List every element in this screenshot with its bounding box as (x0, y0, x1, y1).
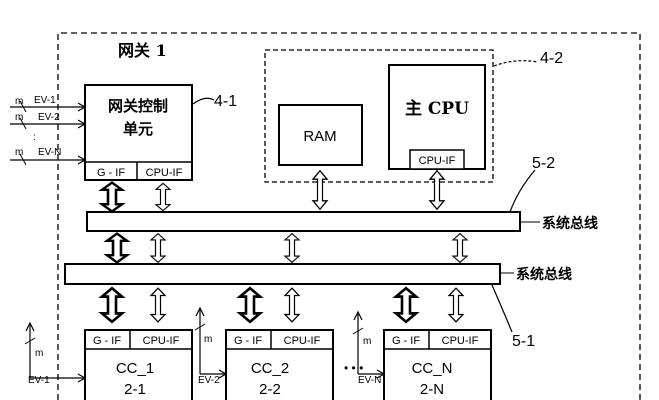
svg-text:EV-2: EV-2 (198, 375, 220, 386)
upper-system-bus (86, 211, 521, 232)
cc-1-input: m EV-1 (24, 321, 87, 386)
cc-2-gif: G - IF (234, 335, 262, 347)
arrow-cc1-gif (100, 286, 124, 324)
arrow-ccn-cpuif (448, 287, 464, 323)
svg-text:m: m (15, 112, 23, 123)
arrow-ram-bus (312, 170, 328, 210)
svg-text:EV-N: EV-N (38, 147, 61, 158)
svg-text:m: m (204, 334, 212, 345)
svg-text:m: m (15, 96, 23, 107)
main-cpu-if: CPU-IF (419, 155, 456, 167)
svg-text:EV-2: EV-2 (38, 112, 60, 123)
control-unit-ref: 4-1 (214, 93, 237, 110)
ram-label: RAM (303, 128, 336, 145)
main-cpu-label: 主 CPU (405, 98, 469, 119)
cc-2-input: m EV-2 (194, 306, 228, 386)
gateway-frame (57, 32, 641, 400)
control-unit-gif: G - IF (97, 167, 125, 179)
cc-n-gif: G - IF (392, 335, 420, 347)
cpu-group-ref: 4-2 (540, 50, 563, 67)
upper-bus-label: 系统总线 (542, 215, 598, 232)
svg-text:EV-N: EV-N (358, 375, 381, 386)
cc-2-ref: 2-2 (259, 381, 281, 398)
ram-box (278, 104, 363, 166)
arrow-upper-lower-1 (150, 233, 166, 263)
cc-n-input: m EV-N (352, 310, 386, 386)
cc-n-name: CC_N (412, 360, 453, 377)
cc-1-gif: G - IF (93, 335, 121, 347)
lower-bus-label: 系统总线 (516, 266, 572, 283)
control-unit-cpuif: CPU-IF (146, 167, 183, 179)
arrow-cc1-cpuif (150, 287, 166, 323)
svg-text:EV-1: EV-1 (34, 95, 56, 106)
cpu-group-frame (264, 49, 494, 183)
lower-system-bus (64, 263, 501, 285)
svg-text:m: m (15, 147, 23, 158)
arrow-ccn-gif (394, 286, 418, 324)
cc-2-cpuif: CPU-IF (284, 335, 321, 347)
svg-text::: : (33, 132, 36, 143)
arrow-upper-lower-2 (284, 233, 300, 263)
cc-n-box: G - IF CPU-IF CC_N 2-N (383, 329, 492, 400)
arrow-cc2-cpuif (284, 287, 300, 323)
cc-n-ref: 2-N (420, 381, 444, 398)
cc-1-cpuif: CPU-IF (143, 335, 180, 347)
cc-1-ref: 2-1 (124, 381, 146, 398)
gateway-control-unit: 网关控制 单元 G - IF CPU-IF (84, 84, 193, 181)
cc-2-box: G - IF CPU-IF CC_2 2-2 (225, 329, 334, 400)
svg-text:m: m (363, 336, 371, 347)
lower-bus-ref: 5-1 (512, 333, 535, 350)
arrow-ctrl-cpuif-upper (155, 182, 171, 212)
svg-text:EV-1: EV-1 (28, 375, 50, 386)
cc-1-name: CC_1 (116, 360, 154, 377)
upper-bus-ref: 5-2 (532, 155, 555, 172)
arrow-upper-lower-3 (452, 233, 468, 263)
svg-text:m: m (35, 348, 43, 359)
cc-n-cpuif: CPU-IF (442, 335, 479, 347)
controller-inputs: m EV-1 m EV-2 : m EV-N (10, 95, 87, 166)
cc-2-name: CC_2 (251, 360, 289, 377)
gateway-title: 网关 1 (118, 41, 167, 60)
arrow-cc2-gif (238, 286, 262, 324)
cc-ellipsis: • • • (344, 361, 363, 375)
control-unit-label-2: 单元 (123, 120, 153, 138)
cc-1-box: G - IF CPU-IF CC_1 2-1 (84, 329, 193, 400)
control-unit-label-1: 网关控制 (108, 97, 168, 115)
arrow-ctrl-gif-upper (100, 181, 124, 213)
arrow-upper-lower-left (105, 232, 129, 264)
arrow-cpu-bus (429, 170, 445, 210)
